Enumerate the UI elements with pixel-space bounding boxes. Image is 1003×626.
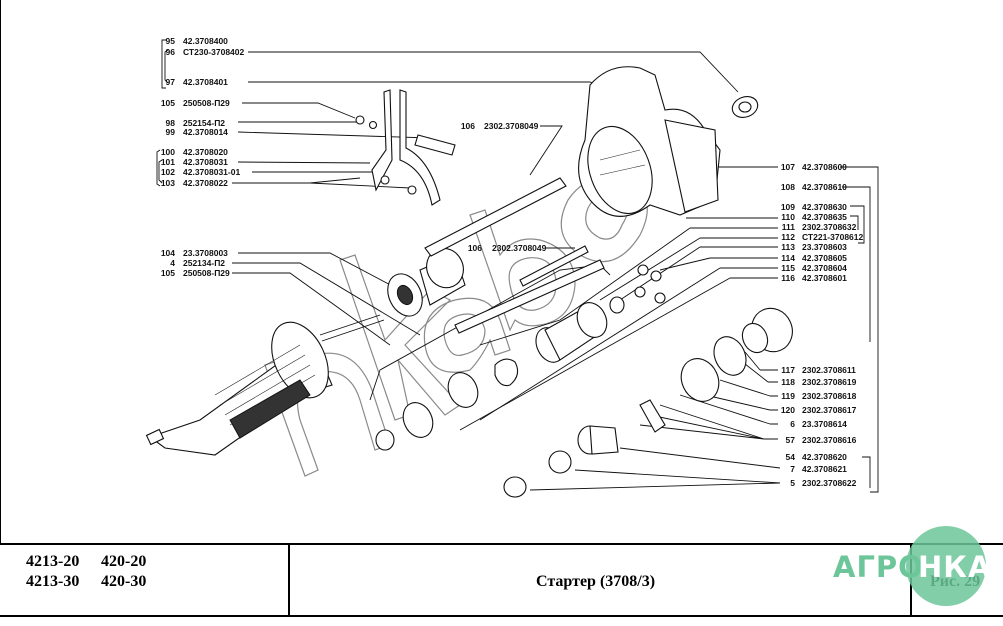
callout-part: 42.3708600 <box>802 162 847 172</box>
callout-part: 2302.3708618 <box>802 391 857 401</box>
callout-part: 2302.3708611 <box>802 365 856 375</box>
callout-pos: 95 <box>166 36 176 46</box>
callout-part: 250508-П29 <box>183 268 230 278</box>
callout-pos: 104 <box>161 248 175 258</box>
pinion-and-bushings <box>503 425 619 498</box>
figure-cell: Рис. 29 <box>912 545 1003 615</box>
callout-pos: 111 <box>782 222 796 232</box>
drive-gear-assembly <box>375 264 666 451</box>
callout-part: 42.3708621 <box>802 464 847 474</box>
drawing-border <box>0 0 1 543</box>
callout-pos: 105 <box>161 98 175 108</box>
callout-pos: 103 <box>161 178 175 188</box>
leader-lines-left <box>156 39 739 346</box>
callout-pos: 110 <box>781 212 795 222</box>
callout-part: 42.3708022 <box>183 178 228 188</box>
callouts-left: 95 42.3708400 96 СТ230-3708402 97 42.370… <box>161 36 245 278</box>
tie-bolts <box>424 177 605 334</box>
callout-part: 2302.3708632 <box>802 222 857 232</box>
callouts-center: 106 2302.3708049 106 2302.3708049 <box>461 121 547 253</box>
callout-part: 250508-П29 <box>183 98 230 108</box>
model-list: 4213-20 420-20 4213-30 420-30 <box>0 545 290 615</box>
callout-part: 42.3708401 <box>183 77 228 87</box>
callout-pos: 100 <box>161 147 175 157</box>
callout-part: 2302.3708617 <box>802 405 857 415</box>
callout-part: 2302.3708619 <box>802 377 857 387</box>
callout-pos: 98 <box>166 118 176 128</box>
callout-pos: 5 <box>790 478 795 488</box>
callout-pos: 112 <box>781 232 795 242</box>
callout-pos: 101 <box>161 157 175 167</box>
callout-pos: 113 <box>781 242 795 252</box>
callout-pos: 108 <box>781 182 795 192</box>
callout-part: 42.3708031-01 <box>183 167 240 177</box>
callout-pos: 106 <box>461 121 475 131</box>
callout-pos: 97 <box>166 77 176 87</box>
callout-pos: 118 <box>781 377 795 387</box>
callout-part: 252154-П2 <box>183 118 225 128</box>
model-code: 420-20 <box>101 553 147 570</box>
callout-part: 42.3708601 <box>802 273 847 283</box>
callout-part: 42.3708620 <box>802 452 847 462</box>
callout-part: 252134-П2 <box>183 258 225 268</box>
callout-pos: 96 <box>166 47 176 57</box>
callout-part: 2302.3708049 <box>492 243 547 253</box>
callout-pos: 7 <box>790 464 795 474</box>
callout-pos: 107 <box>781 162 795 172</box>
title-block: 4213-20 420-20 4213-30 420-30 Стартер (370… <box>0 543 1003 617</box>
model-row: 4213-30 420-30 <box>26 572 288 592</box>
callout-part: 2302.3708622 <box>802 478 857 488</box>
brake-assembly <box>639 307 793 433</box>
drive-housing <box>578 66 721 217</box>
callout-pos: 4 <box>170 258 175 268</box>
callout-pos: 54 <box>786 452 796 462</box>
callout-part: 42.3708604 <box>802 263 847 273</box>
callout-pos: 106 <box>468 243 482 253</box>
model-code: 4213-30 <box>26 573 80 590</box>
callout-pos: 119 <box>781 391 795 401</box>
callout-part: 2302.3708049 <box>484 121 539 131</box>
callouts-right: 107 42.3708600 108 42.3708610 109 42.370… <box>781 162 864 488</box>
bushing-95 <box>731 96 759 118</box>
callout-pos: 57 <box>786 435 796 445</box>
callout-pos: 115 <box>781 263 795 273</box>
shift-fork <box>355 89 456 206</box>
model-row: 4213-20 420-20 <box>26 552 288 572</box>
callout-part: 42.3708031 <box>183 157 228 167</box>
callout-pos: 109 <box>781 202 795 212</box>
callout-part: 42.3708610 <box>802 182 847 192</box>
callout-part: СТ230-3708402 <box>183 47 244 57</box>
title-cell: Стартер (3708/3) <box>290 545 912 615</box>
drive-clutch <box>387 247 466 317</box>
callout-part: 2302.3708616 <box>802 435 857 445</box>
callout-pos: 120 <box>781 405 795 415</box>
callout-part: 23.3708614 <box>802 419 847 429</box>
callout-pos: 114 <box>781 253 795 263</box>
armature <box>145 314 385 456</box>
callout-pos: 117 <box>781 365 795 375</box>
callout-pos: 116 <box>781 273 795 283</box>
callout-part: 42.3708630 <box>802 202 847 212</box>
leader-lines-center <box>369 125 611 401</box>
model-code: 420-30 <box>101 573 147 590</box>
callout-part: 42.3708635 <box>802 212 847 222</box>
callout-part: 42.3708014 <box>183 127 228 137</box>
figure-number: Рис. 29 <box>930 573 981 590</box>
document-title: Стартер (3708/3) <box>536 573 656 590</box>
callout-part: 23.3708003 <box>183 248 228 258</box>
callout-pos: 102 <box>161 167 175 177</box>
model-code: 4213-20 <box>26 553 80 570</box>
callout-pos: 99 <box>166 127 176 137</box>
callout-pos: 6 <box>790 419 795 429</box>
callout-part: СТ221-3708612 <box>802 232 863 242</box>
callout-part: 42.3708400 <box>183 36 228 46</box>
callout-part: 23.3708603 <box>802 242 847 252</box>
callout-pos: 105 <box>161 268 175 278</box>
callout-part: 42.3708020 <box>183 147 228 157</box>
callout-part: 42.3708605 <box>802 253 847 263</box>
